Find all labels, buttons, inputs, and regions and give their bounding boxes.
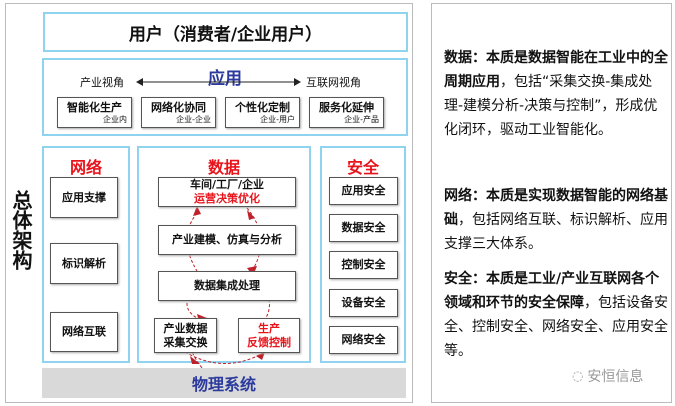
app-item-service-extension: 服务化延伸企业-产品 <box>309 97 384 128</box>
data-collection-box: 产业数据采集交换 <box>154 318 217 353</box>
description-panel: 数据：本质是数据智能在工业中的全周期应用，包括“采集交换-集成处理-建模分析-决… <box>431 3 672 403</box>
modeling-analysis-box: 产业建模、仿真与分析 <box>158 225 296 255</box>
internet-view-label: 互联网视角 <box>306 76 361 89</box>
security-item: 应用安全 <box>329 177 398 205</box>
overall-architecture-label: 总体架构 <box>9 190 33 270</box>
description-data: 数据：本质是数据智能在工业中的全周期应用，包括“采集交换-集成处理-建模分析-决… <box>444 50 668 138</box>
application-layer: 应用 产业视角 互联网视角 智能化生产企业内 网络化协同企业-企业 个性化定制企… <box>42 58 408 136</box>
network-item: 网络互联 <box>50 312 118 352</box>
physical-system-label: 物理系统 <box>191 375 256 394</box>
architecture-panel <box>5 3 413 403</box>
app-item-smart-production: 智能化生产企业内 <box>57 97 132 128</box>
description-network: 网络：本质是实现数据智能的网络基础，包括网络互联、标识解析、应用支撑三大体系。 <box>444 188 668 252</box>
double-arrow-icon <box>136 78 301 86</box>
application-title: 应用 <box>208 69 242 89</box>
description-security: 安全：本质是工业/产业互联网各个领域和环节的安全保障，包括设备安全、控制安全、网… <box>444 271 668 359</box>
industry-view-label: 产业视角 <box>80 76 124 89</box>
app-item-networked-collaboration: 网络化协同企业-企业 <box>141 97 216 128</box>
security-title: 安全 <box>346 158 379 177</box>
security-item: 控制安全 <box>329 251 398 279</box>
security-item: 数据安全 <box>329 214 398 242</box>
network-item: 标识解析 <box>50 243 118 284</box>
physical-cycle-arc <box>184 351 266 364</box>
data-title: 数据 <box>207 158 240 177</box>
watermark: ◌ 安恒信息 <box>572 368 644 386</box>
user-layer-label: 用户（消费者/企业用户） <box>128 24 323 45</box>
physical-system-layer: 物理系统 <box>42 368 406 398</box>
user-layer: 用户（消费者/企业用户） <box>43 12 408 52</box>
security-item: 设备安全 <box>329 289 398 317</box>
network-title: 网络 <box>69 158 102 177</box>
feedback-control-box: 生产反馈控制 <box>238 318 300 353</box>
security-item: 网络安全 <box>329 326 398 354</box>
data-integration-box: 数据集成处理 <box>158 271 296 301</box>
wechat-icon: ◌ <box>572 368 584 384</box>
app-item-personalized-customization: 个性化定制企业-用户 <box>225 97 300 128</box>
decision-optimization-box: 车间/工厂/企业运营决策优化 <box>158 177 296 207</box>
network-item: 应用支撑 <box>50 177 118 218</box>
